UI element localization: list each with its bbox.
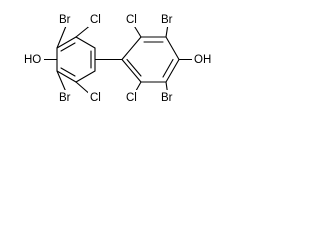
left-hydroxyl-label-bg (22, 52, 44, 67)
left-bromo-top-bond (56, 25, 67, 49)
biphenyl-structure-diagram: Br Cl HO Br Cl Cl Br OH Cl Br (22, 12, 214, 105)
left-hydroxyl-label: HO (24, 54, 41, 66)
right-ring-bond-4 (165, 58, 180, 83)
atom-labels: Br Cl HO Br Cl Cl Br OH Cl Br (22, 12, 214, 105)
right-chloro-top-label: Cl (126, 14, 137, 26)
left-ring-bond-6 (56, 36, 77, 49)
right-hydroxyl-label: OH (194, 54, 211, 66)
left-chloro-bottom-label-bg (88, 90, 104, 105)
right-hydroxyl-label-bg (192, 52, 214, 67)
left-ring-double-bond-a (60, 42, 76, 52)
left-ring-bond-4 (56, 70, 77, 83)
right-ring-bond-1 (121, 36, 142, 61)
left-bromo-bottom-label-bg (57, 90, 76, 105)
right-ring-bond-3 (165, 36, 180, 61)
left-ring (56, 36, 96, 83)
right-bromo-top-label: Br (161, 14, 173, 26)
right-ring (121, 36, 180, 83)
left-ring-bond-1 (75, 36, 96, 49)
left-bromo-top-label: Br (59, 14, 71, 26)
left-bromo-bottom-label: Br (59, 92, 71, 104)
left-chloro-bottom-label: Cl (90, 92, 101, 104)
right-ring-double-bond-c (126, 58, 142, 77)
left-ring-double-bond-c (60, 67, 76, 77)
right-chloro-bottom-label: Cl (126, 92, 137, 104)
right-ring-bond-6 (121, 58, 142, 83)
right-bromo-top-label-bg (159, 12, 178, 27)
left-chloro-top-label: Cl (90, 14, 101, 26)
left-bromo-bottom-bond (56, 70, 67, 93)
right-ring-double-bond-b (162, 58, 174, 78)
left-bromo-top-label-bg (57, 12, 76, 27)
right-chloro-bottom-label-bg (124, 90, 140, 105)
right-bromo-bottom-label: Br (161, 92, 173, 104)
left-ring-bond-3 (75, 70, 96, 83)
left-chloro-top-label-bg (88, 12, 104, 27)
right-bromo-bottom-label-bg (159, 90, 178, 105)
right-chloro-top-label-bg (124, 12, 140, 27)
